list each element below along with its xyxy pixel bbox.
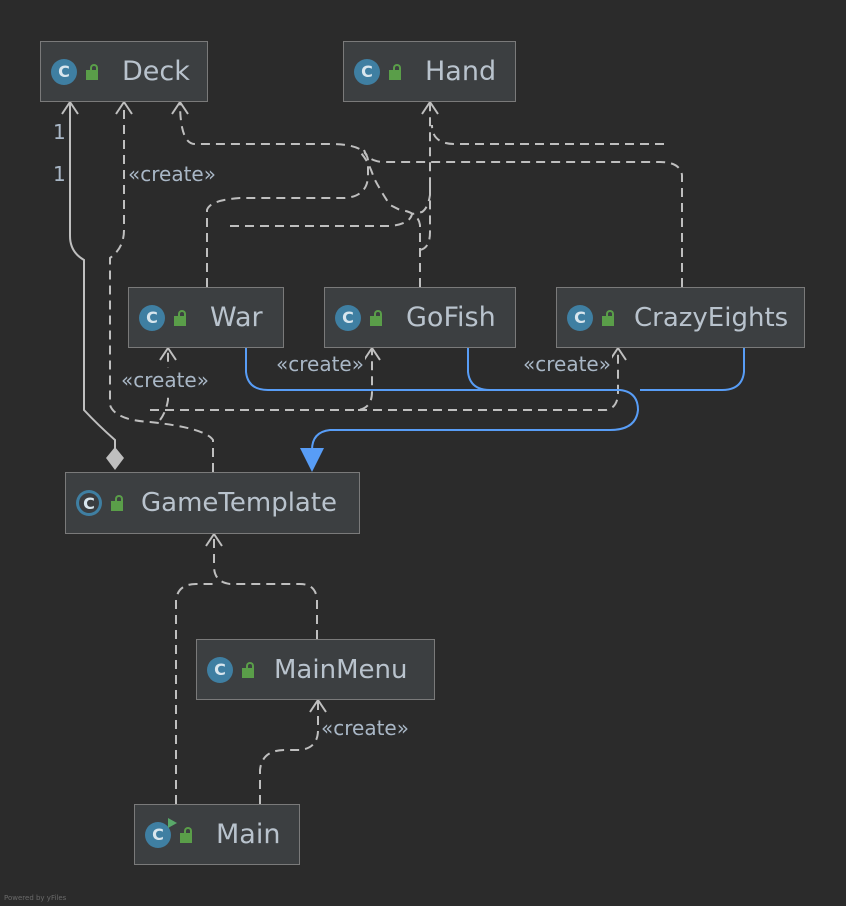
class-node-deck[interactable]: C Deck [40, 41, 208, 102]
edge-gametemplate-gofish-create [150, 348, 373, 411]
arrowhead-deck-create [115, 100, 133, 115]
arrowhead-hand [421, 100, 439, 115]
edge-gametemplate-deck-aggregation [69, 102, 116, 449]
class-node-gofish[interactable]: C GoFish [324, 287, 516, 348]
multiplicity-label-bottom: 1 [52, 162, 67, 186]
inheritance-arrowhead [300, 448, 324, 472]
edge-war-hand [230, 102, 431, 227]
arrowhead-war-create [159, 346, 177, 361]
lock-icon [180, 826, 194, 843]
edge-gametemplate-deck-create [109, 102, 214, 472]
lock-icon [111, 495, 125, 511]
edge-crazyeights-inheritance [640, 348, 745, 391]
aggregation-diamond [106, 447, 124, 470]
class-icon: C [51, 58, 77, 85]
class-name: MainMenu [274, 654, 408, 685]
edge-gametemplate-war-create [159, 348, 169, 421]
class-node-hand[interactable]: C Hand [343, 41, 516, 102]
edge-crazyeights-deck [363, 149, 683, 287]
edge-gofish-hand [419, 180, 431, 251]
edge-crazyeights-hand [431, 124, 664, 145]
arrowhead-deck-aggregation [61, 100, 79, 115]
arrowhead-mainmenu-create [309, 698, 327, 713]
runnable-class-icon: C [145, 817, 177, 848]
edge-gofish-deck [359, 151, 421, 287]
create-label-mainmenu: «create» [320, 716, 410, 740]
lock-icon [602, 309, 616, 326]
class-name: Main [216, 819, 281, 850]
create-label-war: «create» [120, 368, 210, 392]
edge-gofish-inheritance [467, 348, 491, 391]
class-name: CrazyEights [634, 302, 789, 333]
edge-main-gametemplate [175, 583, 214, 804]
arrowhead-gametemplate-dependency [205, 532, 223, 547]
class-icon: C [139, 304, 165, 331]
create-label-gofish: «create» [275, 352, 365, 376]
class-icon-letter: C [152, 825, 164, 844]
lock-icon [86, 63, 100, 80]
lock-icon [389, 63, 403, 80]
multiplicity-label-top: 1 [52, 120, 67, 144]
edge-main-mainmenu-create [259, 700, 319, 804]
class-icon: C [335, 304, 361, 331]
arrowhead-deck-dependency [171, 100, 189, 115]
edge-war-deck [179, 101, 369, 287]
class-node-war[interactable]: C War [128, 287, 284, 348]
class-name: War [210, 302, 263, 333]
abstract-class-icon: C [76, 490, 102, 516]
edge-gametemplate-crazyeights-create [358, 348, 619, 411]
footer-credit: Powered by yFiles [4, 894, 67, 902]
class-name: GameTemplate [141, 488, 338, 518]
class-icon: C [567, 304, 593, 331]
class-name: Hand [425, 56, 497, 87]
class-icon: C [207, 656, 233, 683]
class-name: GoFish [406, 302, 496, 333]
class-icon: C [354, 58, 380, 85]
edge-war-inheritance [245, 348, 640, 451]
lock-icon [174, 309, 188, 326]
create-label-crazyeights: «create» [522, 352, 612, 376]
create-label-deck: «create» [127, 162, 217, 186]
class-node-gametemplate[interactable]: C GameTemplate [65, 472, 360, 534]
arrowhead-crazyeights-create [609, 346, 627, 361]
class-node-mainmenu[interactable]: C MainMenu [196, 639, 435, 700]
arrowhead-gofish-create [363, 346, 381, 361]
lock-icon [370, 309, 384, 326]
run-icon [168, 817, 177, 828]
edge-mainmenu-gametemplate [213, 534, 318, 639]
class-node-crazyeights[interactable]: C CrazyEights [556, 287, 805, 348]
class-name: Deck [122, 56, 190, 87]
lock-icon [242, 661, 256, 678]
class-node-main[interactable]: C Main [134, 804, 300, 865]
